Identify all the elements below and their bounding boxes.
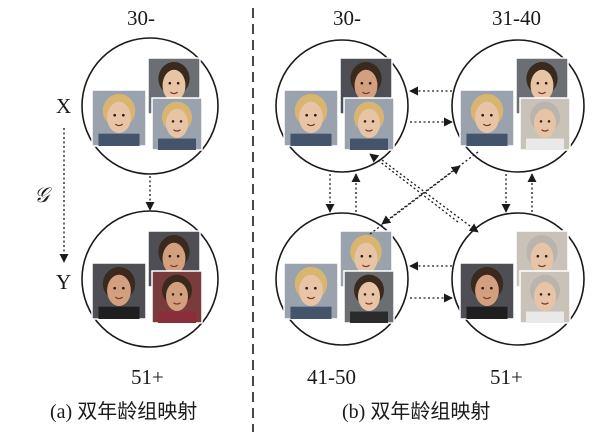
panel-a-group-51-photo-right bbox=[151, 270, 203, 324]
panel-b-group-41-50-photo-left bbox=[283, 262, 339, 320]
panel-b-group-label-51: 51+ bbox=[490, 365, 523, 389]
panel-b-group-31-40-photo-left bbox=[459, 89, 515, 147]
arrow-3140-to-4150 bbox=[381, 151, 479, 225]
domain-x-label: X bbox=[56, 94, 72, 118]
panel-b-group-51-photo-left bbox=[459, 262, 515, 320]
panel-b-group-30-photo-left bbox=[283, 89, 339, 147]
panel-a-caption: (a) 双年龄组映射 bbox=[50, 401, 198, 423]
arrow-4150-to-3140 bbox=[369, 165, 461, 235]
panel-b-group-31-40-photo-right bbox=[519, 97, 571, 151]
mapping-g-label: 𝒢 bbox=[34, 183, 49, 207]
panel-a-group-51-photo-left bbox=[91, 262, 147, 320]
panel-b-group-label-31-40: 31-40 bbox=[492, 6, 541, 30]
arrow-51-to-30 bbox=[369, 153, 459, 223]
panel-b-group-label-41-50: 41-50 bbox=[307, 365, 356, 389]
domain-y-label: Y bbox=[56, 270, 72, 294]
panel-b-caption: (b) 双年龄组映射 bbox=[342, 401, 491, 423]
panel-b-group-51-photo-right bbox=[519, 270, 571, 324]
panel-a-bottom-group-label: 51+ bbox=[131, 365, 164, 389]
panel-a-group-30-photo-left bbox=[91, 89, 147, 147]
panel-a-top-group-label: 30- bbox=[127, 6, 155, 30]
panel-a-group-30-photo-right bbox=[151, 97, 203, 151]
panel-b-group-label-30: 30- bbox=[333, 6, 361, 30]
panel-b-group-41-50-photo-right bbox=[343, 270, 395, 324]
panel-b-group-30-photo-right bbox=[343, 97, 395, 151]
arrow-30-to-51 bbox=[381, 159, 479, 233]
